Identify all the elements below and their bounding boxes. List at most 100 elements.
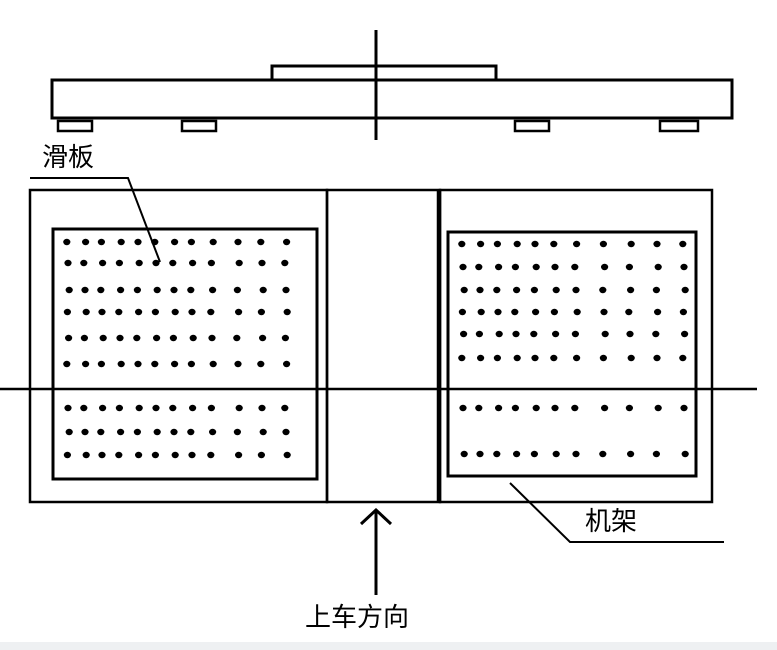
hole-dot	[257, 451, 265, 459]
hole-dot	[259, 334, 267, 342]
hole-dot	[115, 308, 123, 316]
hole-dot	[99, 334, 107, 342]
hole-dot	[234, 238, 242, 246]
hole-dot	[681, 450, 689, 458]
hole-dot	[283, 238, 291, 246]
hole-dot	[625, 404, 634, 412]
hole-dot	[513, 240, 521, 248]
hole-dot	[511, 263, 519, 271]
hole-dot	[82, 451, 90, 459]
hole-dot	[625, 308, 633, 316]
hole-dot	[63, 360, 71, 368]
hole-dot	[235, 451, 243, 459]
side-view	[50, 30, 734, 140]
hole-dot	[81, 428, 89, 436]
hole-dot	[169, 259, 177, 267]
hole-dot	[532, 308, 540, 316]
hole-dot	[459, 263, 467, 271]
hole-dot	[652, 330, 660, 338]
hole-dot	[680, 404, 688, 412]
hole-dot	[459, 404, 467, 412]
hole-dot	[189, 334, 197, 342]
hole-dot	[135, 404, 143, 412]
hole-dot	[283, 451, 291, 459]
hole-dot	[654, 263, 662, 271]
hole-dot	[601, 263, 609, 271]
hole-dot	[573, 240, 581, 248]
loading-direction-arrow	[359, 507, 393, 595]
hole-dot	[233, 334, 241, 342]
hole-dot	[64, 259, 72, 267]
hole-dot	[495, 263, 503, 271]
hole-dot	[600, 308, 608, 316]
hole-dot	[65, 286, 73, 294]
hole-dot	[530, 450, 539, 458]
hole-dot	[235, 259, 243, 267]
hole-dot	[187, 428, 195, 436]
hole-dot	[115, 451, 123, 459]
hole-dot	[187, 360, 195, 368]
hole-dot	[151, 360, 159, 368]
hole-dot	[627, 450, 635, 458]
hole-dot	[530, 330, 538, 338]
hole-dot	[207, 404, 215, 412]
hole-dot	[681, 286, 689, 294]
hole-dot	[493, 240, 501, 248]
hole-dot	[117, 360, 125, 368]
hole-dot	[626, 330, 634, 338]
hole-dot	[477, 354, 485, 362]
hole-dot	[282, 286, 290, 294]
hole-dot	[171, 451, 179, 459]
side-view-top-plate	[270, 64, 498, 82]
hole-dot	[98, 451, 106, 459]
hole-dot	[512, 330, 520, 338]
hole-dot	[189, 404, 197, 412]
hole-dot	[98, 308, 106, 316]
slide-plate-left	[51, 227, 319, 481]
hole-dot	[513, 354, 521, 362]
hole-dot	[65, 428, 73, 436]
hole-dot	[599, 240, 608, 248]
outer-frame-right	[438, 188, 714, 504]
side-view-foot-3	[513, 119, 551, 133]
hole-dot	[169, 334, 177, 342]
hole-dot	[627, 354, 635, 362]
hole-dot	[681, 330, 689, 338]
hole-dot	[552, 286, 560, 294]
hole-dot	[233, 286, 241, 294]
hole-dot	[135, 259, 143, 267]
hole-dot	[63, 238, 71, 246]
hole-dot	[679, 354, 687, 362]
hole-dot	[207, 308, 215, 316]
hole-dot	[259, 428, 267, 436]
hole-dot	[551, 404, 559, 412]
hole-dot	[599, 286, 607, 294]
side-view-foot-1	[56, 119, 94, 133]
hole-dot	[599, 354, 608, 362]
hole-dot	[460, 286, 468, 294]
arrow-head	[359, 507, 393, 526]
hole-dot	[571, 330, 580, 338]
slide-plate-label: 滑板	[42, 143, 94, 173]
hole-dot	[281, 404, 289, 412]
hole-dot	[653, 240, 661, 248]
hole-dot	[188, 308, 196, 316]
hole-dot	[187, 286, 195, 294]
hole-dot	[133, 428, 141, 436]
hole-dot	[135, 451, 143, 459]
outer-frame-middle	[325, 188, 442, 504]
hole-dot	[601, 404, 609, 412]
hole-dot	[117, 428, 125, 436]
hole-dot	[572, 286, 580, 294]
hole-dot	[171, 308, 179, 316]
hole-dot	[64, 404, 72, 412]
hole-dot	[679, 240, 687, 248]
hole-dot	[513, 286, 521, 294]
hole-dot	[531, 354, 539, 362]
hole-dot	[80, 334, 88, 342]
hole-dot	[259, 286, 267, 294]
hole-dot	[511, 404, 519, 412]
hole-dot	[458, 308, 466, 316]
hole-dot	[475, 330, 483, 338]
hole-dot	[552, 330, 560, 338]
